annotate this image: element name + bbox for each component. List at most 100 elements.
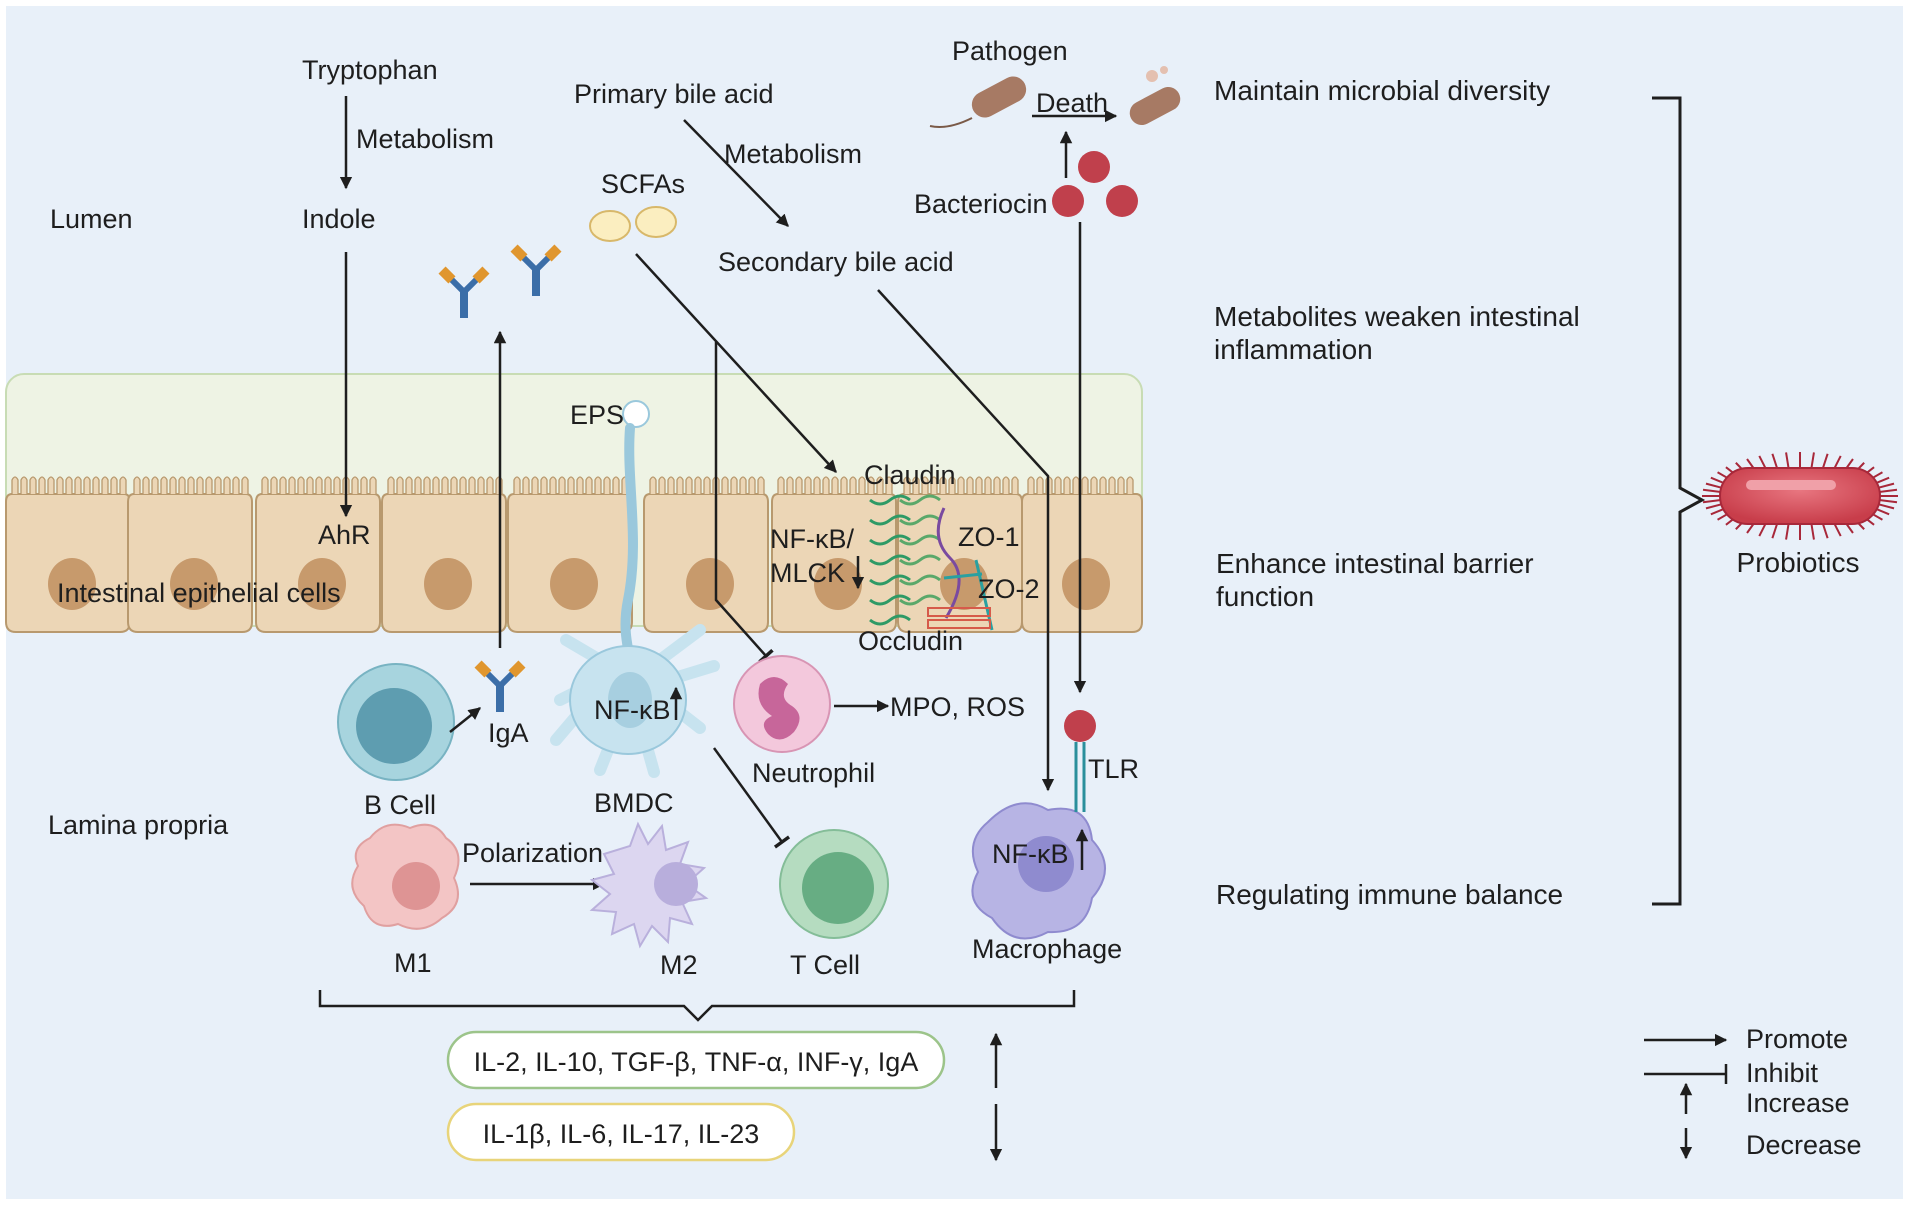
macrophage-icon	[971, 802, 1106, 940]
increased-cytokines-label: IL-2, IL-10, TGF-β, TNF-α, INF-γ, IgA	[474, 1047, 919, 1077]
microvillus-icon	[133, 476, 141, 494]
microvillus-icon	[885, 476, 893, 494]
microvillus-icon	[930, 476, 938, 494]
death-label: Death	[1036, 88, 1108, 118]
microvillus-icon	[196, 476, 204, 494]
microvillus-icon	[223, 476, 231, 494]
microvillus-icon	[1054, 476, 1062, 494]
epithelial-nucleus-icon	[814, 558, 862, 610]
metabolism-label-2: Metabolism	[724, 139, 862, 169]
bacteriocin-icon	[1052, 185, 1084, 217]
microvillus-icon	[47, 476, 55, 494]
polarization-label: Polarization	[462, 838, 603, 868]
nfkb-mlck-label-2: MLCK	[770, 558, 845, 588]
epithelial-nucleus-icon	[170, 558, 218, 610]
bacteriocin-icon	[1106, 185, 1138, 217]
secondary-bile-acid-label: Secondary bile acid	[718, 247, 954, 277]
decreased-cytokines-label: IL-1β, IL-6, IL-17, IL-23	[483, 1119, 760, 1149]
probiotic-highlight-icon	[1746, 480, 1836, 490]
increased-cytokines-box	[446, 1030, 946, 1090]
macrophage-label: Macrophage	[972, 934, 1122, 964]
microvillus-icon	[288, 476, 296, 494]
metabolism-label-1: Metabolism	[356, 124, 494, 154]
eps-bead-icon	[622, 400, 650, 428]
microvillus-icon	[432, 476, 440, 494]
microvillus-icon	[279, 476, 287, 494]
microvillus-icon	[903, 476, 911, 494]
mpo-ros-label: MPO, ROS	[890, 692, 1025, 722]
eps-label: EPS	[570, 400, 624, 430]
microvillus-icon	[1108, 476, 1116, 494]
zo2-label: ZO-2	[978, 574, 1040, 604]
microvillus-icon	[396, 476, 404, 494]
epithelial-nucleus-icon	[686, 558, 734, 610]
effect-metabolites-line1: Metabolites weaken intestinal	[1214, 301, 1580, 332]
microvillus-icon	[333, 476, 341, 494]
microvillus-icon	[703, 476, 711, 494]
b-cell-iga-arrow	[449, 707, 481, 733]
microvillus-icon	[748, 476, 756, 494]
epithelial-nucleus-icon	[48, 558, 96, 610]
occludin-label: Occludin	[858, 626, 963, 656]
b-cell-label: B Cell	[364, 790, 436, 820]
microvillus-icon	[29, 476, 37, 494]
microvillus-icon	[831, 476, 839, 494]
microvillus-icon	[387, 476, 395, 494]
microvillus-icon	[74, 476, 82, 494]
secondary-bile-acid-arrow	[877, 289, 1055, 792]
microvillus-icon	[101, 476, 109, 494]
microvillus-icon	[142, 476, 150, 494]
microvillus-icon	[169, 476, 177, 494]
lumen-label: Lumen	[50, 204, 133, 234]
microvillus-icon	[676, 476, 684, 494]
macrophage-nfkb-label: NF-κB	[992, 839, 1069, 869]
microvillus-icon	[414, 476, 422, 494]
t-cell-label: T Cell	[790, 950, 860, 980]
microvillus-icon	[594, 476, 602, 494]
effect-barrier-line1: Enhance intestinal barrier	[1216, 548, 1534, 579]
microvillus-icon	[1126, 476, 1134, 494]
microvillus-icon	[151, 476, 159, 494]
microvillus-icon	[178, 476, 186, 494]
scfa-molecule-icon	[635, 206, 677, 238]
m1-macrophage-icon	[351, 823, 460, 930]
microvillus-icon	[241, 476, 249, 494]
microvillus-icon	[912, 476, 920, 494]
microvillus-icon	[306, 476, 314, 494]
microvillus-icon	[840, 476, 848, 494]
microvillus-icon	[612, 476, 620, 494]
microvillus-icon	[160, 476, 168, 494]
microvillus-icon	[795, 476, 803, 494]
neutrophil-label: Neutrophil	[752, 758, 875, 788]
microvillus-icon	[685, 476, 693, 494]
lamina-propria-label: Lamina propria	[48, 810, 229, 840]
microvillus-icon	[513, 476, 521, 494]
scfa-molecule-icon	[589, 210, 631, 242]
tlr-label: TLR	[1088, 754, 1139, 784]
epithelial-nucleus-icon	[298, 558, 346, 610]
scfas-label: SCFAs	[601, 169, 685, 199]
microvillus-icon	[540, 476, 548, 494]
microvillus-icon	[1099, 476, 1107, 494]
probiotic-bacterium-icon	[1702, 452, 1898, 540]
microvillus-icon	[993, 476, 1001, 494]
microvillus-icon	[423, 476, 431, 494]
nfkb-mlck-label-1: NF-κB/	[770, 524, 854, 554]
pathogen-label: Pathogen	[952, 36, 1068, 66]
epithelial-nucleus-icon	[424, 558, 472, 610]
tryptophan-label: Tryptophan	[302, 55, 438, 85]
antibody-icon	[438, 266, 490, 318]
microvillus-icon	[739, 476, 747, 494]
epithelial-cell-row	[5, 476, 1143, 633]
microvillus-icon	[315, 476, 323, 494]
epithelium-label: Intestinal epithelial cells	[57, 578, 341, 608]
microvillus-icon	[849, 476, 857, 494]
microvillus-icon	[11, 476, 19, 494]
microvillus-icon	[1036, 476, 1044, 494]
scfa-inhibit-neutrophil	[714, 342, 774, 664]
microvillus-icon	[477, 476, 485, 494]
iga-label: IgA	[488, 718, 529, 748]
cytokine-bracket	[318, 990, 1076, 1022]
microvillus-icon	[658, 476, 666, 494]
microvillus-icon	[721, 476, 729, 494]
